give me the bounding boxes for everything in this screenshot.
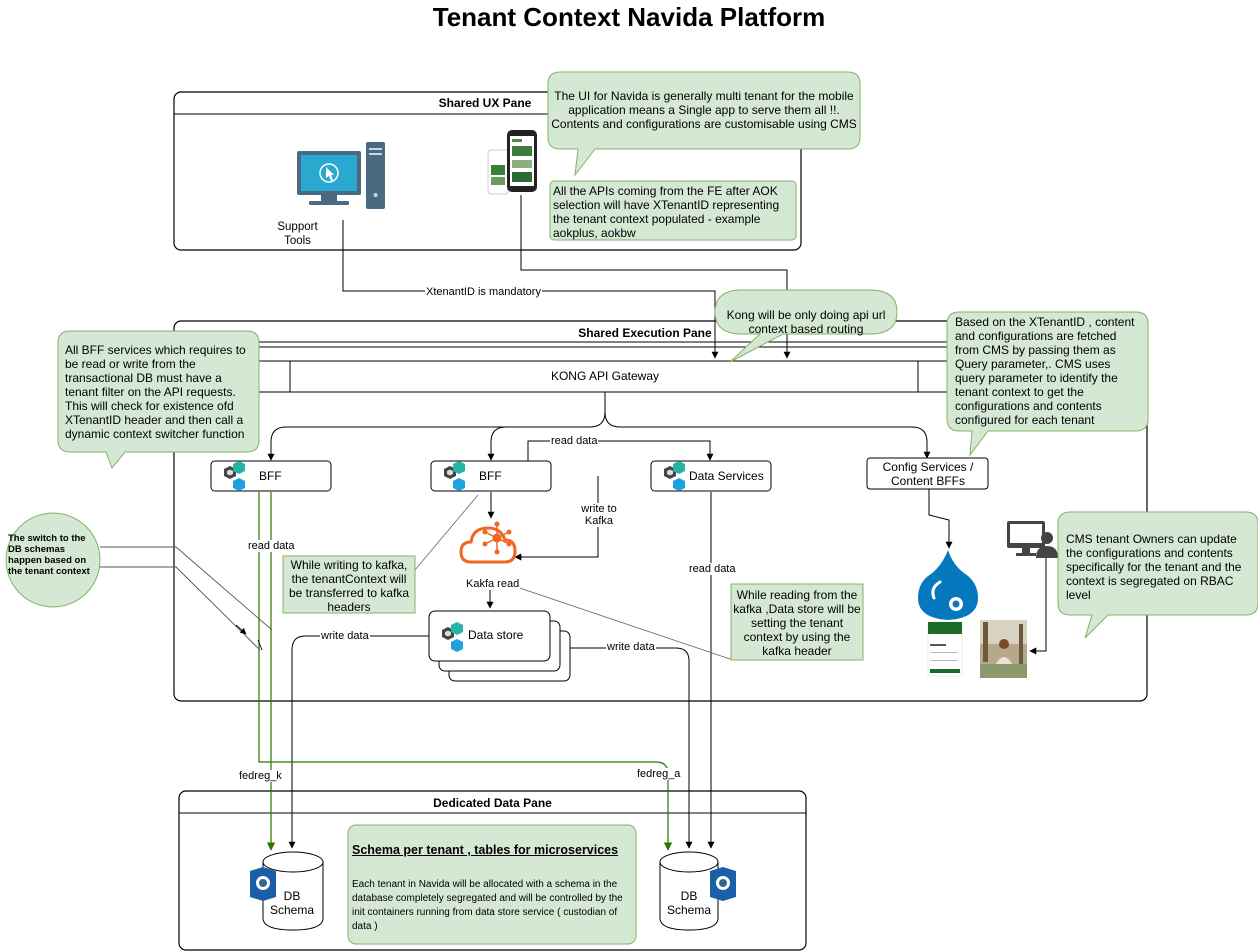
data-store-label: Data store <box>468 628 524 642</box>
edge-label-xtenant: XtenantID is mandatory <box>425 286 542 298</box>
db-cylinder-right <box>659 851 719 931</box>
note-kong-bubble <box>714 289 898 363</box>
db-left-label: DB Schema <box>269 889 315 917</box>
note-connectors <box>403 494 734 661</box>
data-services-label: Data Services <box>689 469 764 483</box>
note-ui-bubble <box>547 71 861 177</box>
note-kafka-write: While writing to kafka, the tenantContex… <box>288 558 410 614</box>
dedicated-data-pane-title: Dedicated Data Pane <box>433 796 552 810</box>
bff-left-label: BFF <box>259 469 282 483</box>
note-schema-box <box>347 824 637 945</box>
cms-screenshot-form <box>927 621 963 677</box>
edge-label-kafka-read: Kakfa read <box>465 578 521 590</box>
note-kafka-read: While reading from the kafka ,Data store… <box>733 588 861 658</box>
note-schema-heading: Schema per tenant , tables for microserv… <box>352 843 619 857</box>
note-bff-filter: All BFF services which requires to be re… <box>65 343 246 441</box>
note-cms-owners-bubble <box>1057 511 1258 639</box>
cms-owner-icon <box>1007 521 1058 558</box>
edge-label-fedreg-a: fedreg_a <box>636 768 682 780</box>
db-cylinder-left <box>262 851 324 931</box>
note-kafka-read-box <box>730 583 864 661</box>
microservice-hexagon-icon <box>444 461 465 491</box>
edge-label-write-kafka: write to Kafka <box>578 503 620 527</box>
edge-label-fedreg-k: fedreg_k <box>238 770 283 782</box>
page-title: Tenant Context Navida Platform <box>432 2 826 32</box>
note-apis-box <box>549 180 797 241</box>
postgres-elephant-icon <box>250 867 276 901</box>
db-connectors <box>288 492 715 849</box>
kafka-cloud-icon <box>459 521 517 564</box>
shared-ux-pane-title: Shared UX Pane <box>438 96 532 110</box>
schema-switch-lines <box>100 546 273 651</box>
note-apis-fe: All the APIs coming from the FE after AO… <box>553 184 780 240</box>
note-bff-bubble <box>57 330 260 469</box>
edge-label-write-data-right: write data <box>606 641 656 653</box>
note-schema-body: Each tenant in Navida will be allocated … <box>352 879 623 932</box>
drupal-cms-icon <box>918 550 978 620</box>
note-schema-switch: The switch to the DB schemas happen base… <box>8 533 90 577</box>
note-cms-owners: CMS tenant Owners can update the configu… <box>1066 532 1242 602</box>
kong-gateway-label: KONG API Gateway <box>550 369 660 383</box>
bff-mid-label: BFF <box>479 469 502 483</box>
config-services-box <box>866 457 989 490</box>
note-cms-fetch: Based on the XTenantID , content and con… <box>955 315 1135 427</box>
microservice-hexagon-icon <box>442 622 463 652</box>
edge-label-read-data-top: read data <box>550 435 599 447</box>
support-tools-label: Support Tools <box>277 221 318 247</box>
note-kong-routing: Kong will be only doing api url context … <box>726 308 886 336</box>
edge-label-read-data-left: read data <box>247 540 296 552</box>
microservice-hexagon-icon <box>224 461 245 491</box>
cms-screenshot-photo <box>980 620 1027 678</box>
mobile-app-icon <box>487 130 537 195</box>
postgres-elephant-icon <box>710 867 736 901</box>
db-right-label: DB Schema <box>666 889 712 917</box>
microservice-hexagon-icon <box>664 461 685 491</box>
config-services-label: Config Services / Content BFFs <box>882 460 974 488</box>
note-kafka-write-box <box>282 555 416 614</box>
desktop-computer-icon <box>297 142 385 209</box>
note-cms-bubble <box>946 311 1149 457</box>
shared-execution-pane-title: Shared Execution Pane <box>578 326 712 340</box>
note-switch-circle <box>5 512 101 608</box>
data-store-stack <box>428 610 571 682</box>
note-ui-multi-tenant: The UI for Navida is generally multi ten… <box>551 89 857 131</box>
edge-label-write-data-left: write data <box>320 630 370 642</box>
edge-label-read-data-right: read data <box>688 563 737 575</box>
